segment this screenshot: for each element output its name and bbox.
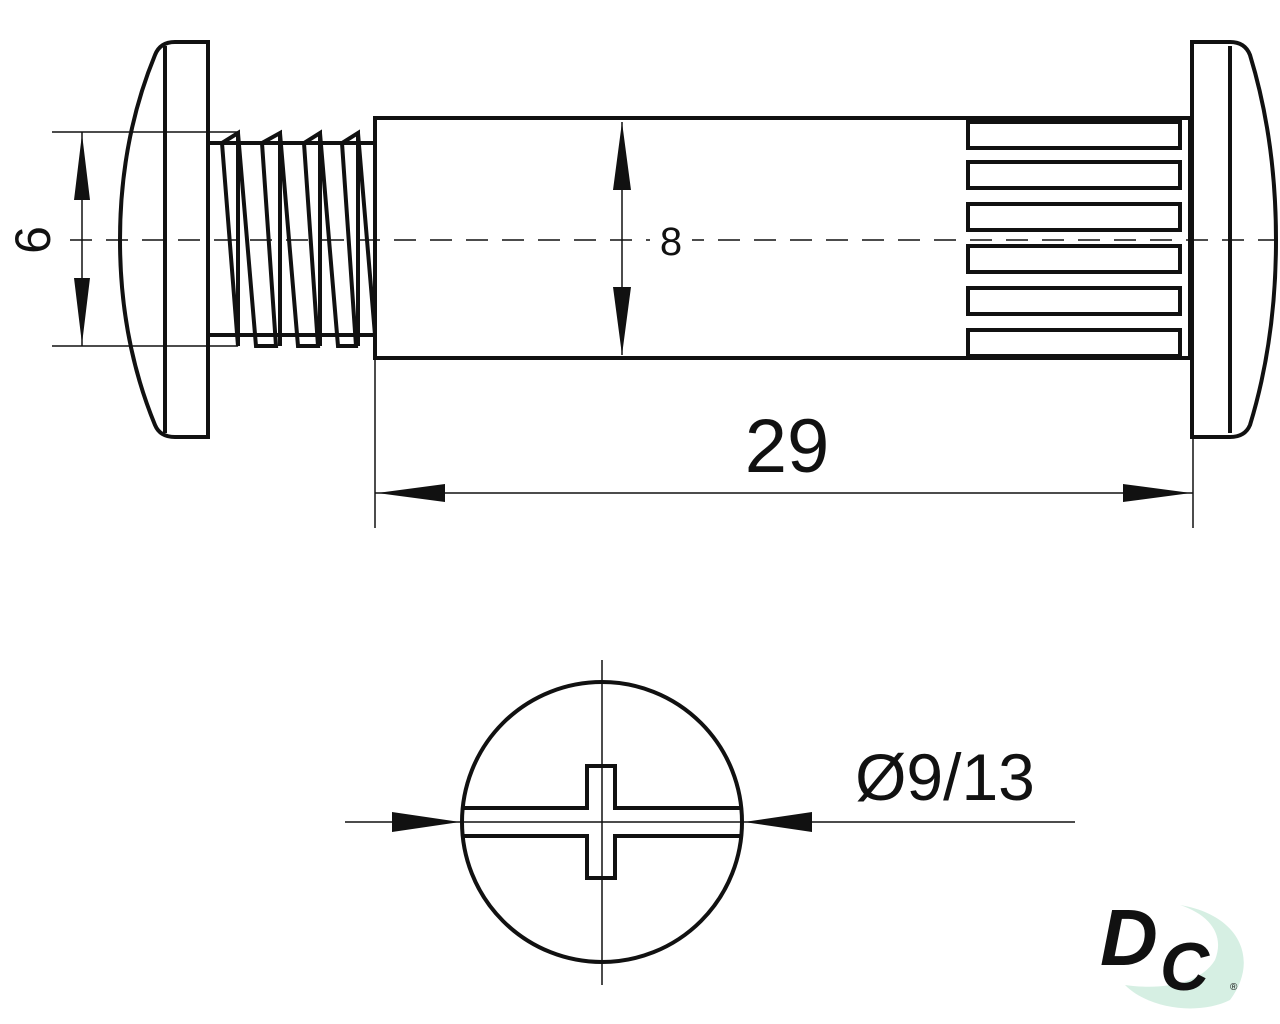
label-thread-diameter: 6 — [5, 226, 61, 254]
label-body-diameter: 8 — [660, 220, 682, 264]
logo-c: C — [1160, 929, 1210, 1005]
sleeve-body — [373, 116, 1192, 360]
thread — [208, 129, 377, 348]
logo-registered: ® — [1230, 982, 1238, 993]
dimension-thread-diameter — [52, 131, 238, 347]
label-head-diameter: Ø9/13 — [855, 740, 1035, 814]
logo-d: D — [1100, 893, 1158, 982]
left-screw-head — [117, 40, 210, 439]
dc-logo: D C ® — [1100, 893, 1244, 1009]
splines — [966, 120, 1182, 358]
dimension-body-diameter — [613, 122, 631, 355]
right-screw-head — [1190, 40, 1279, 439]
label-length: 29 — [745, 404, 830, 489]
dimension-length — [374, 358, 1194, 528]
dimension-head-diameter — [345, 812, 1075, 832]
